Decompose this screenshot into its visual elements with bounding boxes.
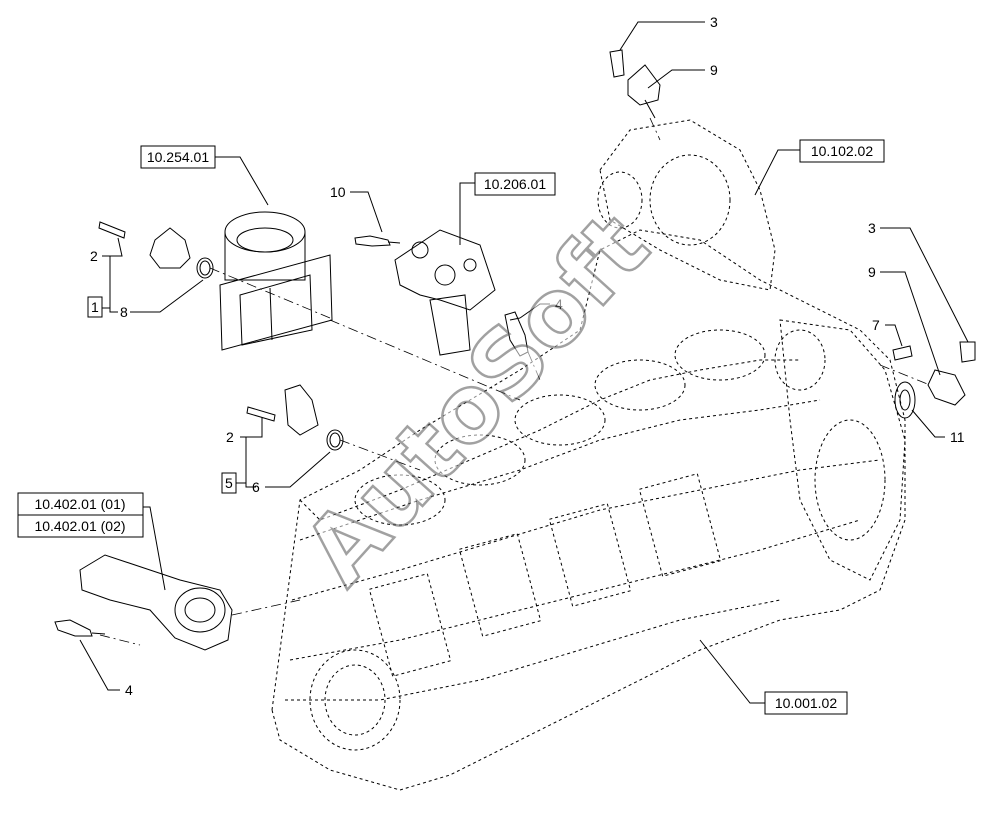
callout-1: 1 [91,299,99,315]
engine-block-illustration [271,119,906,791]
intake-elbow-illustration [219,211,333,351]
callout-9-right: 9 [868,264,876,280]
svg-text:10.402.01 (02): 10.402.01 (02) [34,518,125,534]
pressure-sensor-upper-illustration [98,221,214,279]
svg-text:10.402.01 (01): 10.402.01 (01) [34,496,125,512]
callout-3-right: 3 [868,220,876,236]
callout-4-mid: 4 [555,296,563,312]
item-5-box [221,472,237,494]
ref-flywheel-housing[interactable]: 10.102.02 [799,139,885,163]
ref-cylinder-head[interactable]: 10.254.01 [140,145,216,169]
callout-8: 8 [120,304,128,320]
assembly-center-lines [99,117,931,646]
watermark-text: AutoSoft [284,193,670,604]
callout-7: 7 [872,317,880,333]
ref-water-pump-02[interactable]: 10.402.01 (02) [17,514,144,538]
item-1-box [87,296,103,318]
speed-sensor-right-illustration [892,341,976,419]
ref-water-pump-01[interactable]: 10.402.01 (01) [17,492,144,516]
callout-5: 5 [225,475,233,491]
callout-3-top: 3 [710,14,718,30]
svg-text:10.102.02: 10.102.02 [811,143,873,159]
speed-sensor-top-illustration [609,49,661,119]
callout-10: 10 [330,184,346,200]
callout-2-lower: 2 [226,429,234,445]
callout-2-upper: 2 [90,248,98,264]
callout-11: 11 [950,429,965,445]
leader-lines [79,21,969,704]
svg-text:10.206.01: 10.206.01 [484,176,546,192]
callout-numbers: 3 9 10 2 1 8 4 3 9 7 11 2 5 6 4 [87,14,965,698]
callout-6: 6 [252,479,260,495]
ref-injection-pump[interactable]: 10.206.01 [474,172,556,196]
svg-text:10.254.01: 10.254.01 [147,149,209,165]
svg-text:10.001.02: 10.001.02 [775,695,837,711]
pressure-sensor-lower-illustration [246,384,344,451]
ref-engine-block[interactable]: 10.001.02 [764,691,848,715]
callout-4-bottom: 4 [125,682,133,698]
callout-9-top: 9 [710,62,718,78]
injection-pump-illustration [354,229,496,356]
water-pump-elbow-illustration [54,554,233,651]
